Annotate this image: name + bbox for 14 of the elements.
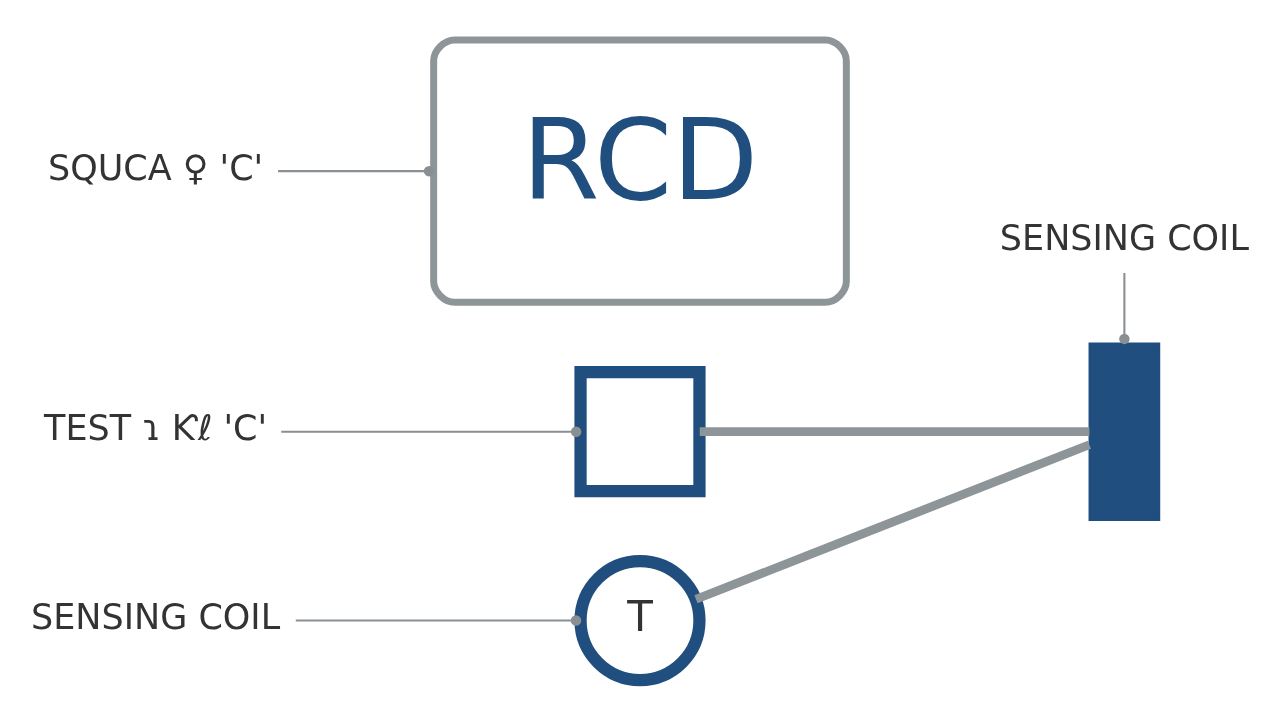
connector <box>278 165 435 177</box>
connector <box>1119 272 1130 345</box>
node-text: SENSING COIL <box>999 217 1249 258</box>
node-bar <box>1088 342 1161 521</box>
connector <box>281 426 582 437</box>
node-box: RCD <box>430 36 850 306</box>
node-box <box>574 366 706 498</box>
connector <box>694 440 1091 604</box>
node-text: SENSING COIL <box>31 597 281 638</box>
node-text: SQUCA ♀ 'C' <box>48 147 264 188</box>
connector <box>699 427 1090 437</box>
node-circle: T <box>574 555 706 687</box>
node-text: TEST ɿ Ƙℓ 'C' <box>44 408 268 449</box>
connector <box>295 615 582 626</box>
